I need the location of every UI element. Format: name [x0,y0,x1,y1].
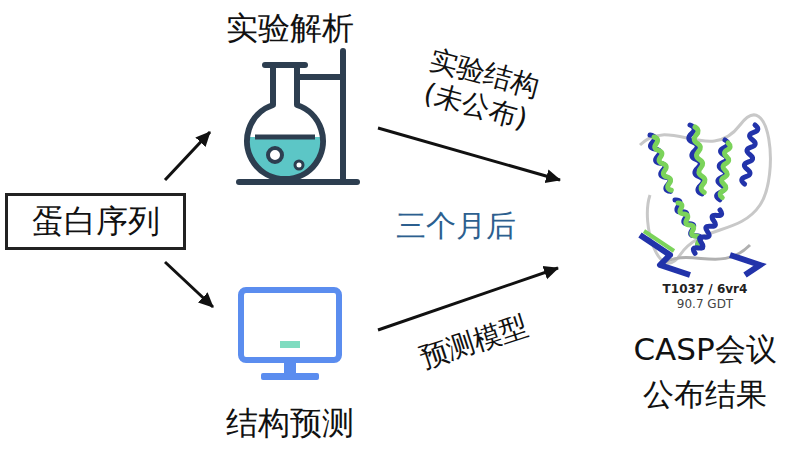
arrow-connector [165,132,210,180]
node-icon [215,45,365,194]
node-icon [620,105,790,287]
node-box: 结构预测 [215,280,365,445]
node-text: 结构预测 [215,404,365,442]
edge-label: 实验结构 (未公布) [399,38,561,142]
node-box: T1037 / 6vr490.7 GDTCASP会议 公布结果 [575,105,800,420]
node-text: 蛋白序列 [32,202,160,240]
node-text: 实验解析 [215,9,365,47]
note-label: 三个月后 [396,206,516,247]
arrow-connector [165,262,213,307]
node-text: T1037 / 6vr4 [605,282,804,296]
node-box: 实验解析 [215,5,365,185]
node-text: CASP会议 公布结果 [617,327,793,417]
node-text: 90.7 GDT [605,297,804,311]
node-box: 蛋白序列 [5,193,186,250]
node-icon [215,280,365,389]
